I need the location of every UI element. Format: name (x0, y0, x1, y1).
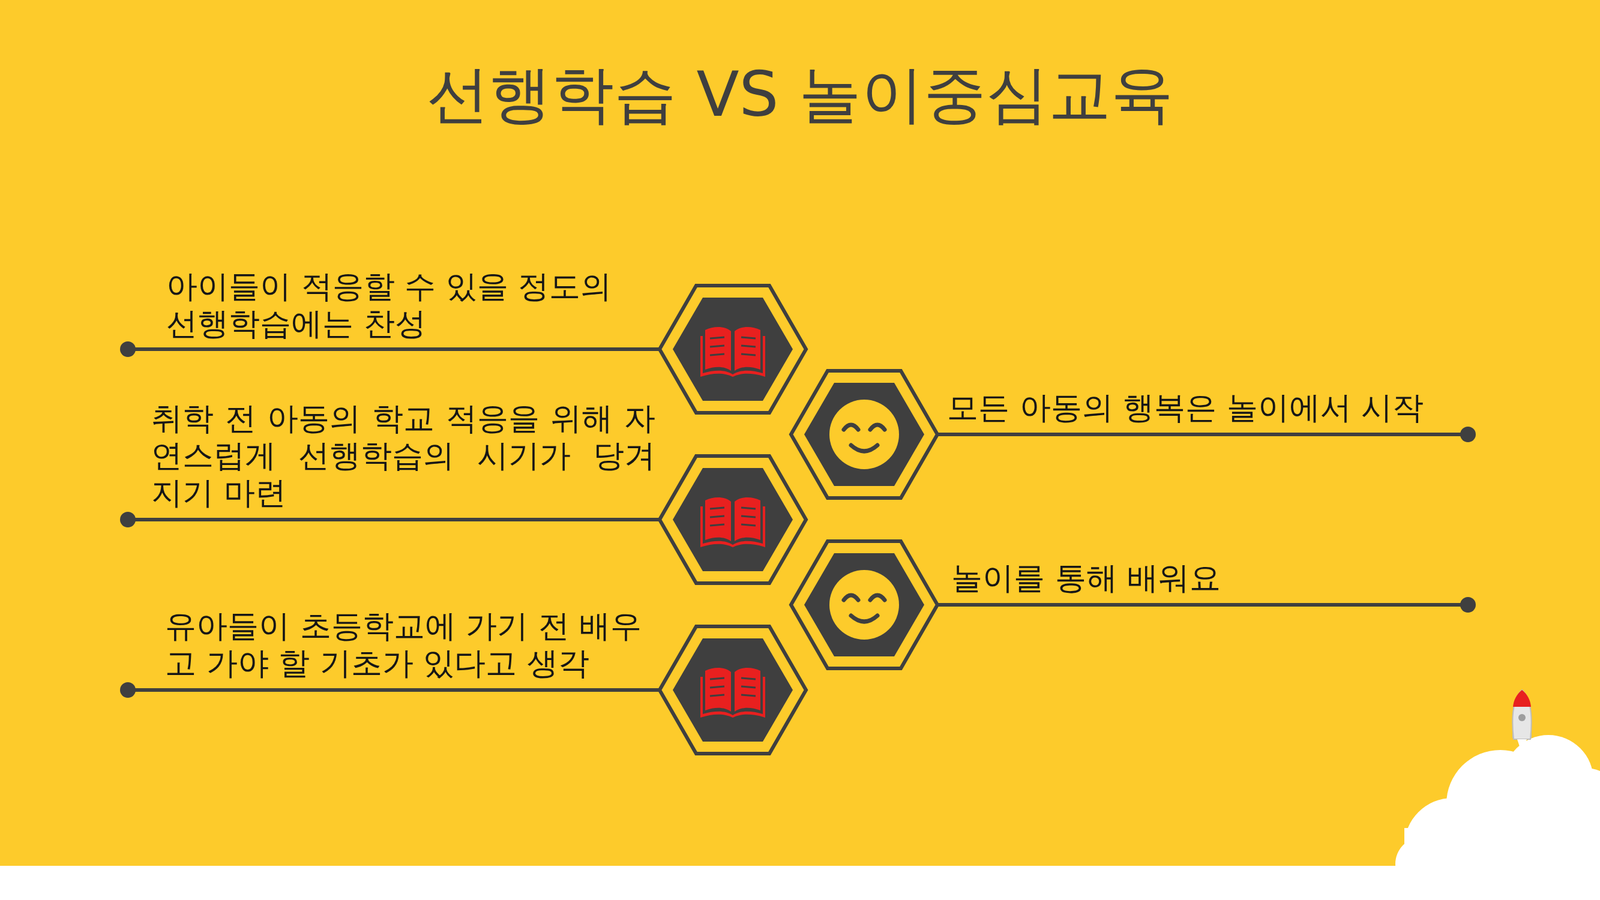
side-note: 취학 전 아동의 학교 적응을 위해 자연스럽게 선행학습의 시기가 당겨 지기… (151, 399, 656, 512)
side-note: 유아들이 초등학교에 가기 전 배우고 가야 할 기초가 있다고 생각 (165, 607, 646, 682)
side-note: 놀이를 통해 배워요 (951, 559, 1462, 597)
title: 선행학습 VS 놀이중심교육 (0, 55, 1600, 134)
side-note: 아이들이 적응할 수 있을 정도의 선행학습에는 찬성 (166, 267, 623, 343)
side-note: 모든 아동의 행복은 놀이에서 시작 (947, 388, 1464, 427)
